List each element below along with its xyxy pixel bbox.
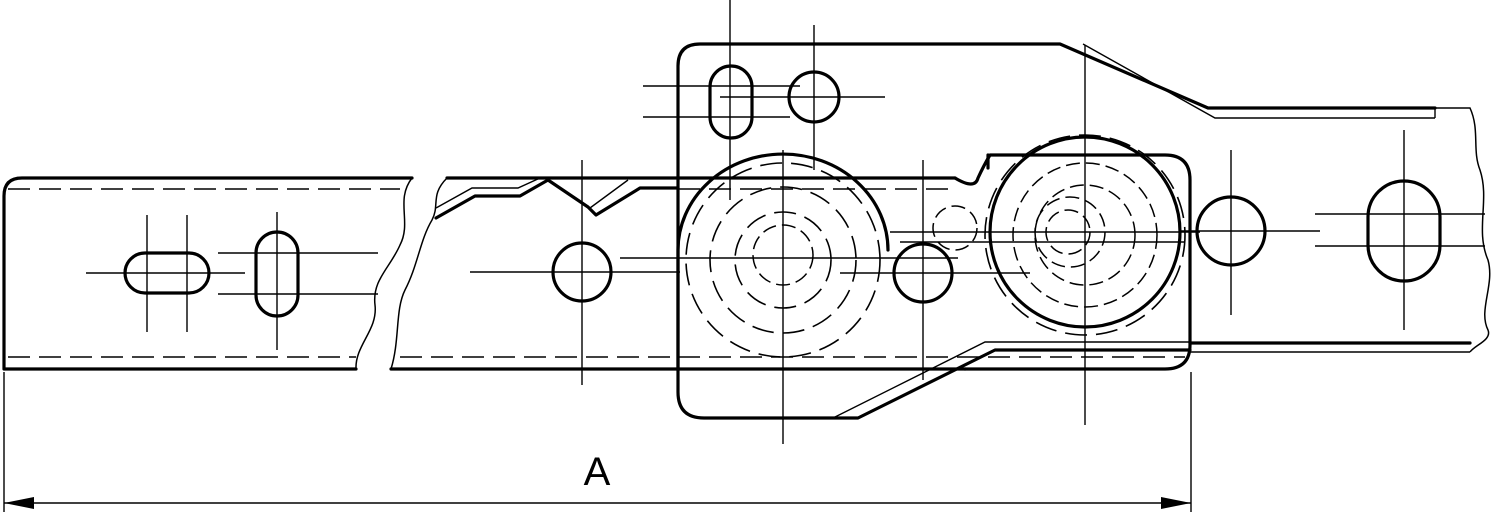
bracket-slot-hole [708, 64, 754, 140]
right-rail-segment [1180, 107, 1491, 353]
hinge-pivot-assembly [890, 45, 1200, 425]
left-rail-segment [2, 176, 414, 371]
hinge-hub-cover [620, 150, 1185, 444]
middle-rail-segment [389, 160, 680, 385]
bracket-top-holes [643, 0, 885, 200]
left-slot-holes [86, 212, 378, 350]
bracket-plate [676, 42, 1437, 420]
dimension-arrow-left [4, 497, 34, 509]
dimension-label: A [584, 450, 611, 494]
dimension-arrow-right [1161, 497, 1191, 509]
dimension-a: A [3, 372, 1192, 512]
